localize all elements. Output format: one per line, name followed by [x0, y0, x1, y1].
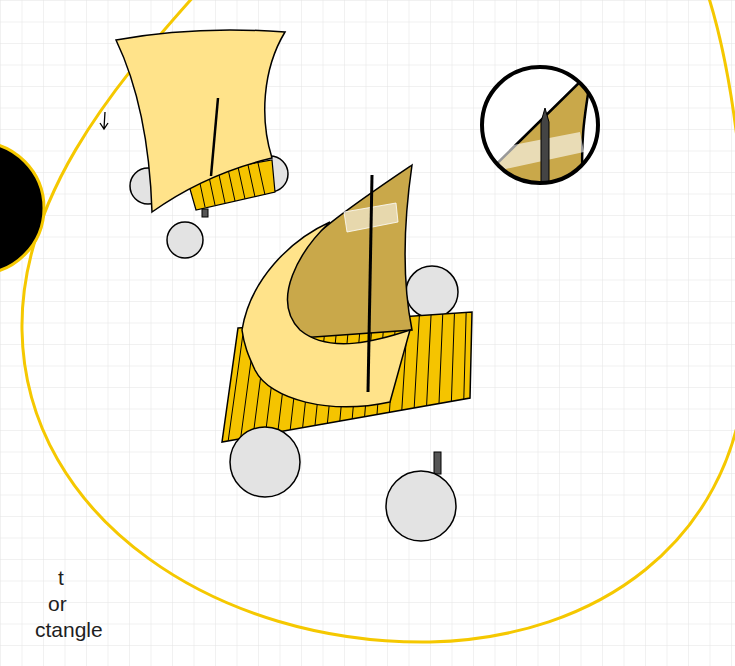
- corrugation-line: [464, 312, 466, 399]
- small-cart: [100, 30, 288, 258]
- text-fragment: t: [58, 565, 64, 590]
- text-fragment: ctangle: [35, 617, 103, 642]
- corrugation-line: [451, 313, 454, 401]
- text-fragment: or: [48, 591, 67, 616]
- step-badge: [0, 142, 44, 274]
- region-outline: [22, 0, 735, 642]
- corrugation-line: [439, 314, 443, 404]
- corrugation-line: [414, 316, 419, 408]
- motion-arrow: [100, 112, 108, 129]
- corrugation-line: [228, 328, 244, 441]
- corrugation-line: [427, 315, 431, 406]
- large-cart: [222, 165, 472, 541]
- detail-magnifier: [470, 67, 598, 200]
